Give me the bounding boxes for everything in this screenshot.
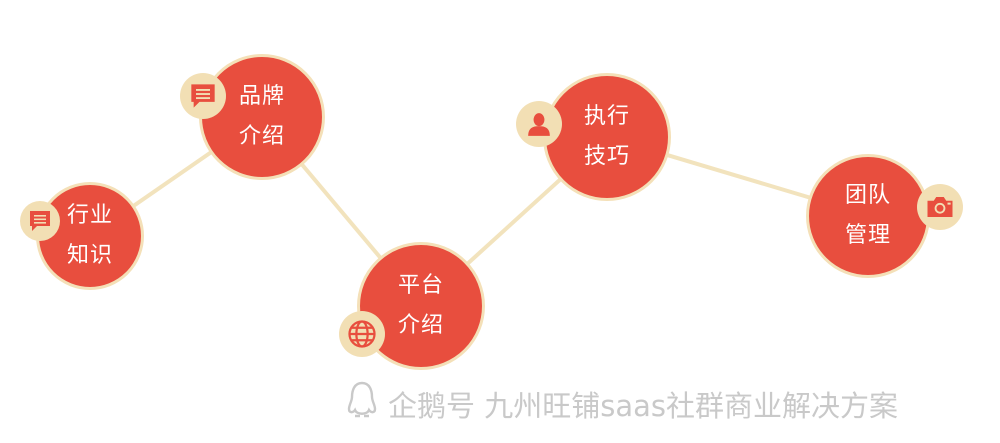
node-pingtai-line1: 平台 <box>397 273 444 298</box>
node-tuandui-line2: 管理 <box>844 223 891 248</box>
person-icon <box>516 101 562 147</box>
node-hangye-line1: 行业 <box>66 203 113 228</box>
node-pingtai: 平台 介绍 <box>357 242 485 370</box>
node-pinpai-line2: 介绍 <box>238 124 285 149</box>
node-tuandui: 团队 管理 <box>806 154 930 278</box>
watermark: 企鹅号 九州旺铺saas社群商业解决方案 <box>346 380 898 427</box>
penguin-icon <box>346 380 378 427</box>
node-hangye: 行业 知识 <box>36 182 144 290</box>
node-zhixing: 执行 技巧 <box>543 73 671 201</box>
node-pingtai-line2: 介绍 <box>397 313 444 338</box>
node-pinpai: 品牌 介绍 <box>199 54 325 180</box>
watermark-text: 企鹅号 九州旺铺saas社群商业解决方案 <box>388 388 898 423</box>
node-zhixing-line2: 技巧 <box>583 144 630 169</box>
node-zhixing-line1: 执行 <box>583 104 630 129</box>
chat-icon <box>20 201 60 241</box>
globe-icon <box>339 311 385 357</box>
node-hangye-line2: 知识 <box>66 243 113 268</box>
camera-icon <box>917 184 963 230</box>
node-tuandui-line1: 团队 <box>844 183 891 208</box>
chat-icon <box>180 73 226 119</box>
node-pinpai-line1: 品牌 <box>238 84 285 109</box>
